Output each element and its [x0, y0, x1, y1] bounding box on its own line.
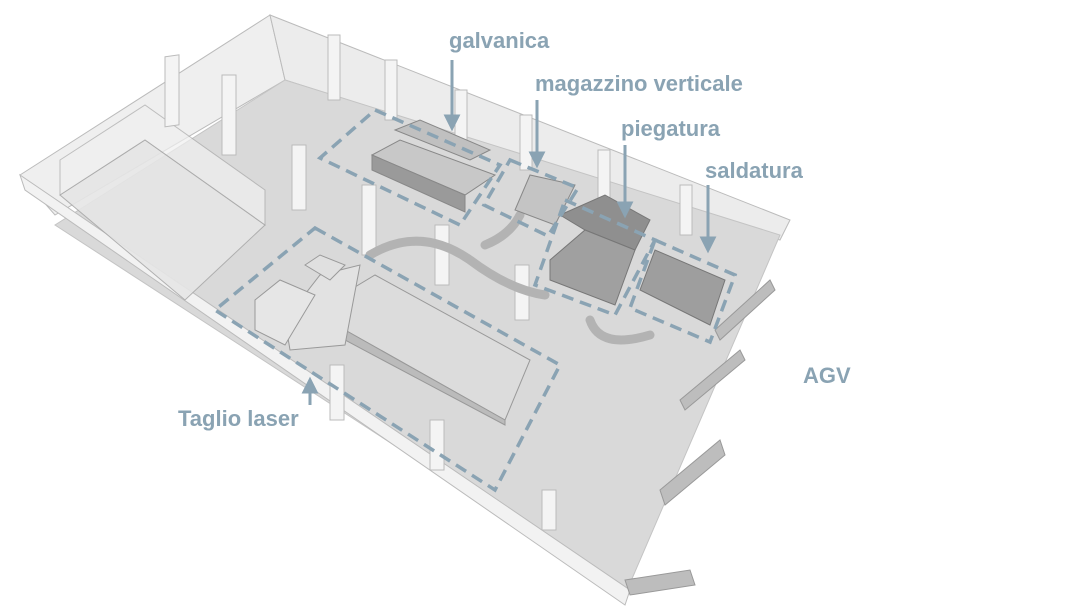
- saldatura-machine: [639, 249, 726, 326]
- zone-saldatura: [627, 237, 738, 345]
- label-arrows: [301, 60, 717, 405]
- zone-piegatura: [532, 197, 658, 318]
- label-taglio-laser: Taglio laser: [178, 406, 299, 431]
- label-galvanica: galvanica: [449, 28, 550, 53]
- zone-magazzino: [481, 157, 581, 239]
- enclosure-top: [59, 104, 266, 226]
- label-piegatura: piegatura: [621, 116, 721, 141]
- zone-outlines: [212, 107, 738, 493]
- zone-taglio: [212, 225, 563, 493]
- zone-galvanica: [316, 107, 503, 228]
- label-agv: AGV: [803, 363, 851, 388]
- agv-paths: [365, 210, 655, 345]
- right-windows: [624, 279, 776, 596]
- taglio-machines: [254, 254, 531, 426]
- pillars: [164, 34, 693, 531]
- label-magazzino-verticale: magazzino verticale: [535, 71, 743, 96]
- label-saldatura: saldatura: [705, 158, 803, 183]
